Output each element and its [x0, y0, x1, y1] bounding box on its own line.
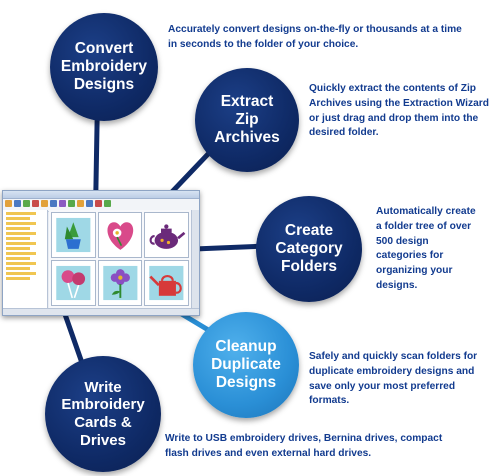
cleanup-duplicates-circle[interactable]: Cleanup Duplicate Designs [193, 312, 299, 418]
category-folders-description: Automatically create a folder tree of ov… [376, 206, 476, 291]
watering-can-icon [144, 260, 189, 306]
category-folders-title: Create Category Folders [275, 221, 343, 276]
app-scrollbar [191, 210, 199, 308]
lollipops-icon [51, 260, 96, 306]
write-cards-title: Write Embroidery Cards & Drives [61, 378, 145, 449]
cleanup-duplicates-title: Cleanup Duplicate Designs [211, 337, 281, 392]
write-cards-description: Write to USB embroidery drives, Bernina … [165, 433, 443, 459]
extract-zip-description: Quickly extract the contents of Zip Arch… [309, 83, 489, 139]
heart-flower-icon [97, 212, 143, 258]
potted-plant-icon [51, 212, 96, 258]
extract-zip-circle[interactable]: Extract Zip Archives [195, 68, 299, 172]
app-status-bar [3, 308, 199, 315]
folder-tree [3, 210, 48, 308]
convert-designs-title: Convert Embroidery Designs [60, 39, 148, 94]
write-cards-circle[interactable]: Write Embroidery Cards & Drives [45, 356, 161, 472]
cleanup-duplicates-description: Safely and quickly scan folders for dupl… [309, 351, 478, 407]
category-folders-circle[interactable]: Create Category Folders [256, 196, 362, 302]
teapot-icon [144, 212, 189, 258]
extract-zip-title: Extract Zip Archives [214, 92, 280, 147]
flower-icon [97, 260, 143, 306]
design-thumbnail-grid [49, 210, 191, 308]
convert-designs-description: Accurately convert designs on-the-fly or… [168, 24, 462, 50]
convert-designs-circle[interactable]: Convert Embroidery Designs [50, 13, 158, 121]
app-title-bar [3, 191, 199, 199]
app-window-screenshot [2, 190, 200, 316]
